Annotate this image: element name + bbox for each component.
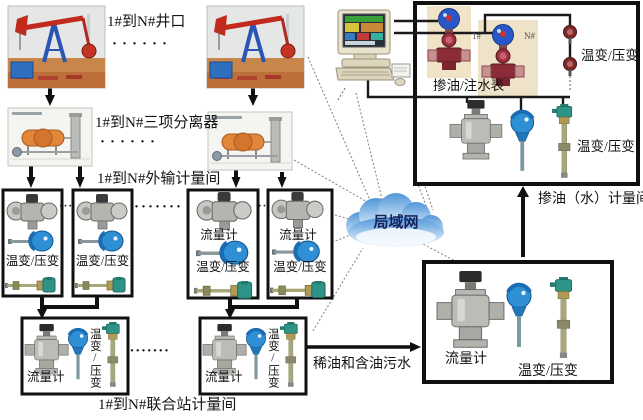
lan-label: 局域网 (373, 215, 419, 231)
tp-label: 温变/压变 (273, 260, 327, 274)
pumpjack-photo-2 (207, 6, 304, 88)
separator-photo-2 (207, 111, 293, 171)
transfer-room-label: 1#到N#外输计量间 (97, 171, 221, 187)
station-room-label: 1#到N#联合站计量间 (98, 397, 237, 413)
tp-label: 温变/压变 (196, 260, 250, 274)
flow-meter-label: 流量计 (279, 228, 317, 242)
tp-label: 温变/压变 (577, 139, 635, 154)
gap-ellipsis: ······· (134, 199, 184, 215)
flow-connectors (29, 88, 525, 349)
lan-cloud-icon (346, 193, 444, 247)
blend-meters-label: 掺油/注水表 (433, 78, 505, 93)
gap-ellipsis: ·· (258, 200, 268, 212)
flow-meter-label: 流量计 (445, 352, 487, 367)
tp-label-vertical: 温变/压变 (266, 328, 279, 389)
tp-label: 温变/压变 (5, 254, 60, 268)
separator-photo-1 (7, 107, 93, 167)
flow-meter-label: 流量计 (200, 228, 238, 242)
flow-arrowheads (26, 95, 529, 352)
signal-wires (366, 13, 572, 111)
separator-ellipsis: ······ (100, 134, 161, 150)
tp-label: 温变/压变 (75, 254, 130, 268)
flow-meter-label: 流量计 (205, 370, 243, 384)
oily-water-label: 稀油和含油污水 (313, 357, 411, 372)
station-ellipsis: ······· (130, 343, 171, 359)
separator-label: 1#到N#三项分离器 (95, 115, 219, 131)
wellhead-label: 1#到N#井口 (107, 14, 186, 30)
wellhead-ellipsis: ······ (112, 36, 173, 52)
flow-meter-label: 流量计 (27, 370, 65, 384)
computer-lead-dashed (337, 87, 346, 101)
blend-room-caption: 掺油（水）计量间 (538, 192, 643, 207)
gap-ellipsis: ··· (59, 200, 74, 212)
tp-label-vertical: 温变/压变 (88, 328, 101, 389)
meter-tag: N# (524, 31, 535, 41)
pumpjack-photo-1 (8, 6, 105, 88)
tp-label: 温变/压变 (518, 364, 578, 379)
tp-label: 温变/压变 (581, 48, 639, 63)
meter-tag: 1# (472, 31, 481, 41)
